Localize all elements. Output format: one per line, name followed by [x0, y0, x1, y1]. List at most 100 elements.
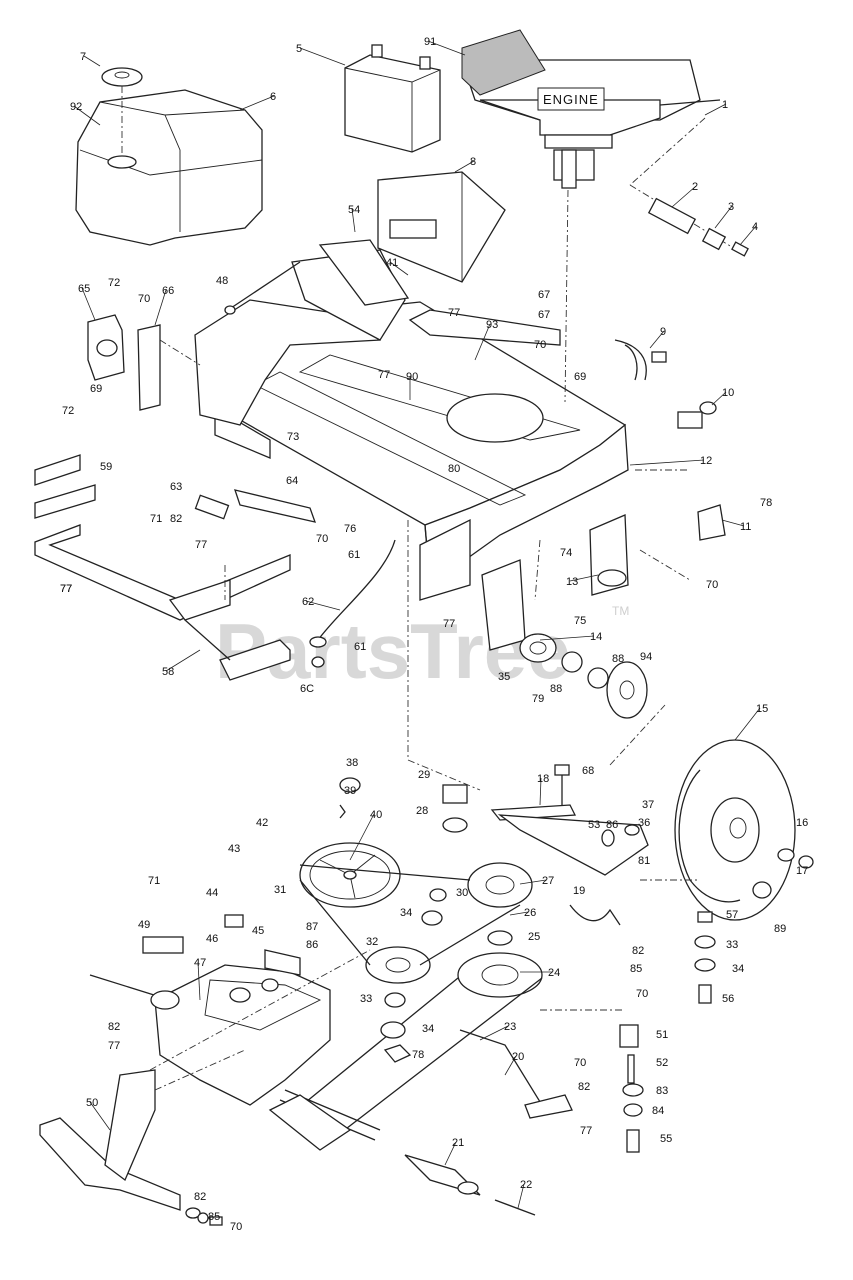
callout-85: 85 — [630, 963, 642, 975]
callout-70: 70 — [574, 1057, 586, 1069]
callout-80: 80 — [448, 463, 460, 475]
callout-93: 93 — [486, 319, 498, 331]
callout-77: 77 — [60, 583, 72, 595]
left-bars — [34, 454, 291, 681]
leader-line — [305, 600, 341, 611]
callout-34: 34 — [422, 1023, 434, 1035]
callout-50: 50 — [86, 1097, 98, 1109]
callout-52: 52 — [656, 1057, 668, 1069]
seat-hardware — [569, 904, 716, 1153]
rear-wheel — [674, 739, 814, 921]
leader-line — [479, 1025, 509, 1041]
callout-58: 58 — [162, 666, 174, 678]
battery-cover — [377, 171, 506, 283]
callout-78: 78 — [760, 497, 772, 509]
callout-82: 82 — [170, 513, 182, 525]
leader-line — [81, 287, 96, 321]
shaft-coupler — [629, 117, 749, 257]
callout-33: 33 — [726, 939, 738, 951]
frame-hardware — [194, 489, 396, 668]
leader-line — [569, 574, 599, 582]
callout-59: 59 — [100, 461, 112, 473]
callout-7: 7 — [80, 51, 86, 63]
callout-23: 23 — [504, 1021, 516, 1033]
callout-8: 8 — [470, 156, 476, 168]
leader-line — [474, 323, 491, 361]
callout-10: 10 — [722, 387, 734, 399]
callout-83: 83 — [656, 1085, 668, 1097]
callout-67: 67 — [538, 309, 550, 321]
engine: ENGINE — [461, 29, 721, 189]
leader-line — [444, 1141, 457, 1166]
watermark-tm: TM — [612, 604, 629, 618]
callout-41: 41 — [386, 257, 398, 269]
callout-92: 92 — [70, 101, 82, 113]
callout-71: 71 — [148, 875, 160, 887]
callout-75: 75 — [574, 615, 586, 627]
callout-86: 86 — [306, 939, 318, 951]
callout-70: 70 — [316, 533, 328, 545]
callout-66: 66 — [162, 285, 174, 297]
callout-82: 82 — [108, 1021, 120, 1033]
callout-9: 9 — [660, 326, 666, 338]
mount-bracket-left — [87, 314, 201, 411]
callout-12: 12 — [700, 455, 712, 467]
callout-89: 89 — [774, 923, 786, 935]
callout-1: 1 — [722, 99, 728, 111]
callout-77: 77 — [378, 369, 390, 381]
callout-17: 17 — [796, 865, 808, 877]
leader-line — [704, 103, 727, 116]
wheel-hub — [481, 559, 648, 719]
callout-72: 72 — [62, 405, 74, 417]
callout-79: 79 — [532, 693, 544, 705]
battery — [344, 44, 441, 153]
callout-3: 3 — [728, 201, 734, 213]
callout-4: 4 — [752, 221, 758, 233]
callout-61: 61 — [354, 641, 366, 653]
callout-13: 13 — [566, 576, 578, 588]
callout-69: 69 — [90, 383, 102, 395]
leader-line — [539, 777, 542, 806]
leader-line — [165, 649, 201, 672]
callout-51: 51 — [656, 1029, 668, 1041]
callout-14: 14 — [590, 631, 602, 643]
callout-70: 70 — [138, 293, 150, 305]
callout-48: 48 — [216, 275, 228, 287]
callout-34: 34 — [400, 907, 412, 919]
callout-43: 43 — [228, 843, 240, 855]
callout-70: 70 — [636, 988, 648, 1000]
assembly-lines — [149, 189, 700, 1071]
right-brackets — [589, 339, 726, 596]
callout-70: 70 — [534, 339, 546, 351]
callout-6: 6 — [270, 91, 276, 103]
callout-68: 68 — [582, 765, 594, 777]
callout-73: 73 — [287, 431, 299, 443]
leader-line — [519, 879, 547, 885]
callout-77: 77 — [108, 1040, 120, 1052]
callout-45: 45 — [252, 925, 264, 937]
callout-27: 27 — [542, 875, 554, 887]
callout-49: 49 — [138, 919, 150, 931]
leader-line — [629, 459, 705, 466]
callout-20: 20 — [512, 1051, 524, 1063]
leader-line — [154, 289, 167, 326]
callout-44: 44 — [206, 887, 218, 899]
leader-line — [197, 961, 201, 1001]
callout-37: 37 — [642, 799, 654, 811]
callout-24: 24 — [548, 967, 560, 979]
leader-line — [539, 635, 595, 641]
callout-87: 87 — [306, 921, 318, 933]
drive-shaft — [404, 1029, 573, 1216]
callout-28: 28 — [416, 805, 428, 817]
callout-72: 72 — [108, 277, 120, 289]
callout-63: 63 — [170, 481, 182, 493]
callout-88: 88 — [612, 653, 624, 665]
callout-38: 38 — [346, 757, 358, 769]
transaxle — [89, 914, 381, 1151]
callout-5: 5 — [296, 43, 302, 55]
callout-25: 25 — [528, 931, 540, 943]
callout-15: 15 — [756, 703, 768, 715]
leader-line — [427, 40, 466, 56]
